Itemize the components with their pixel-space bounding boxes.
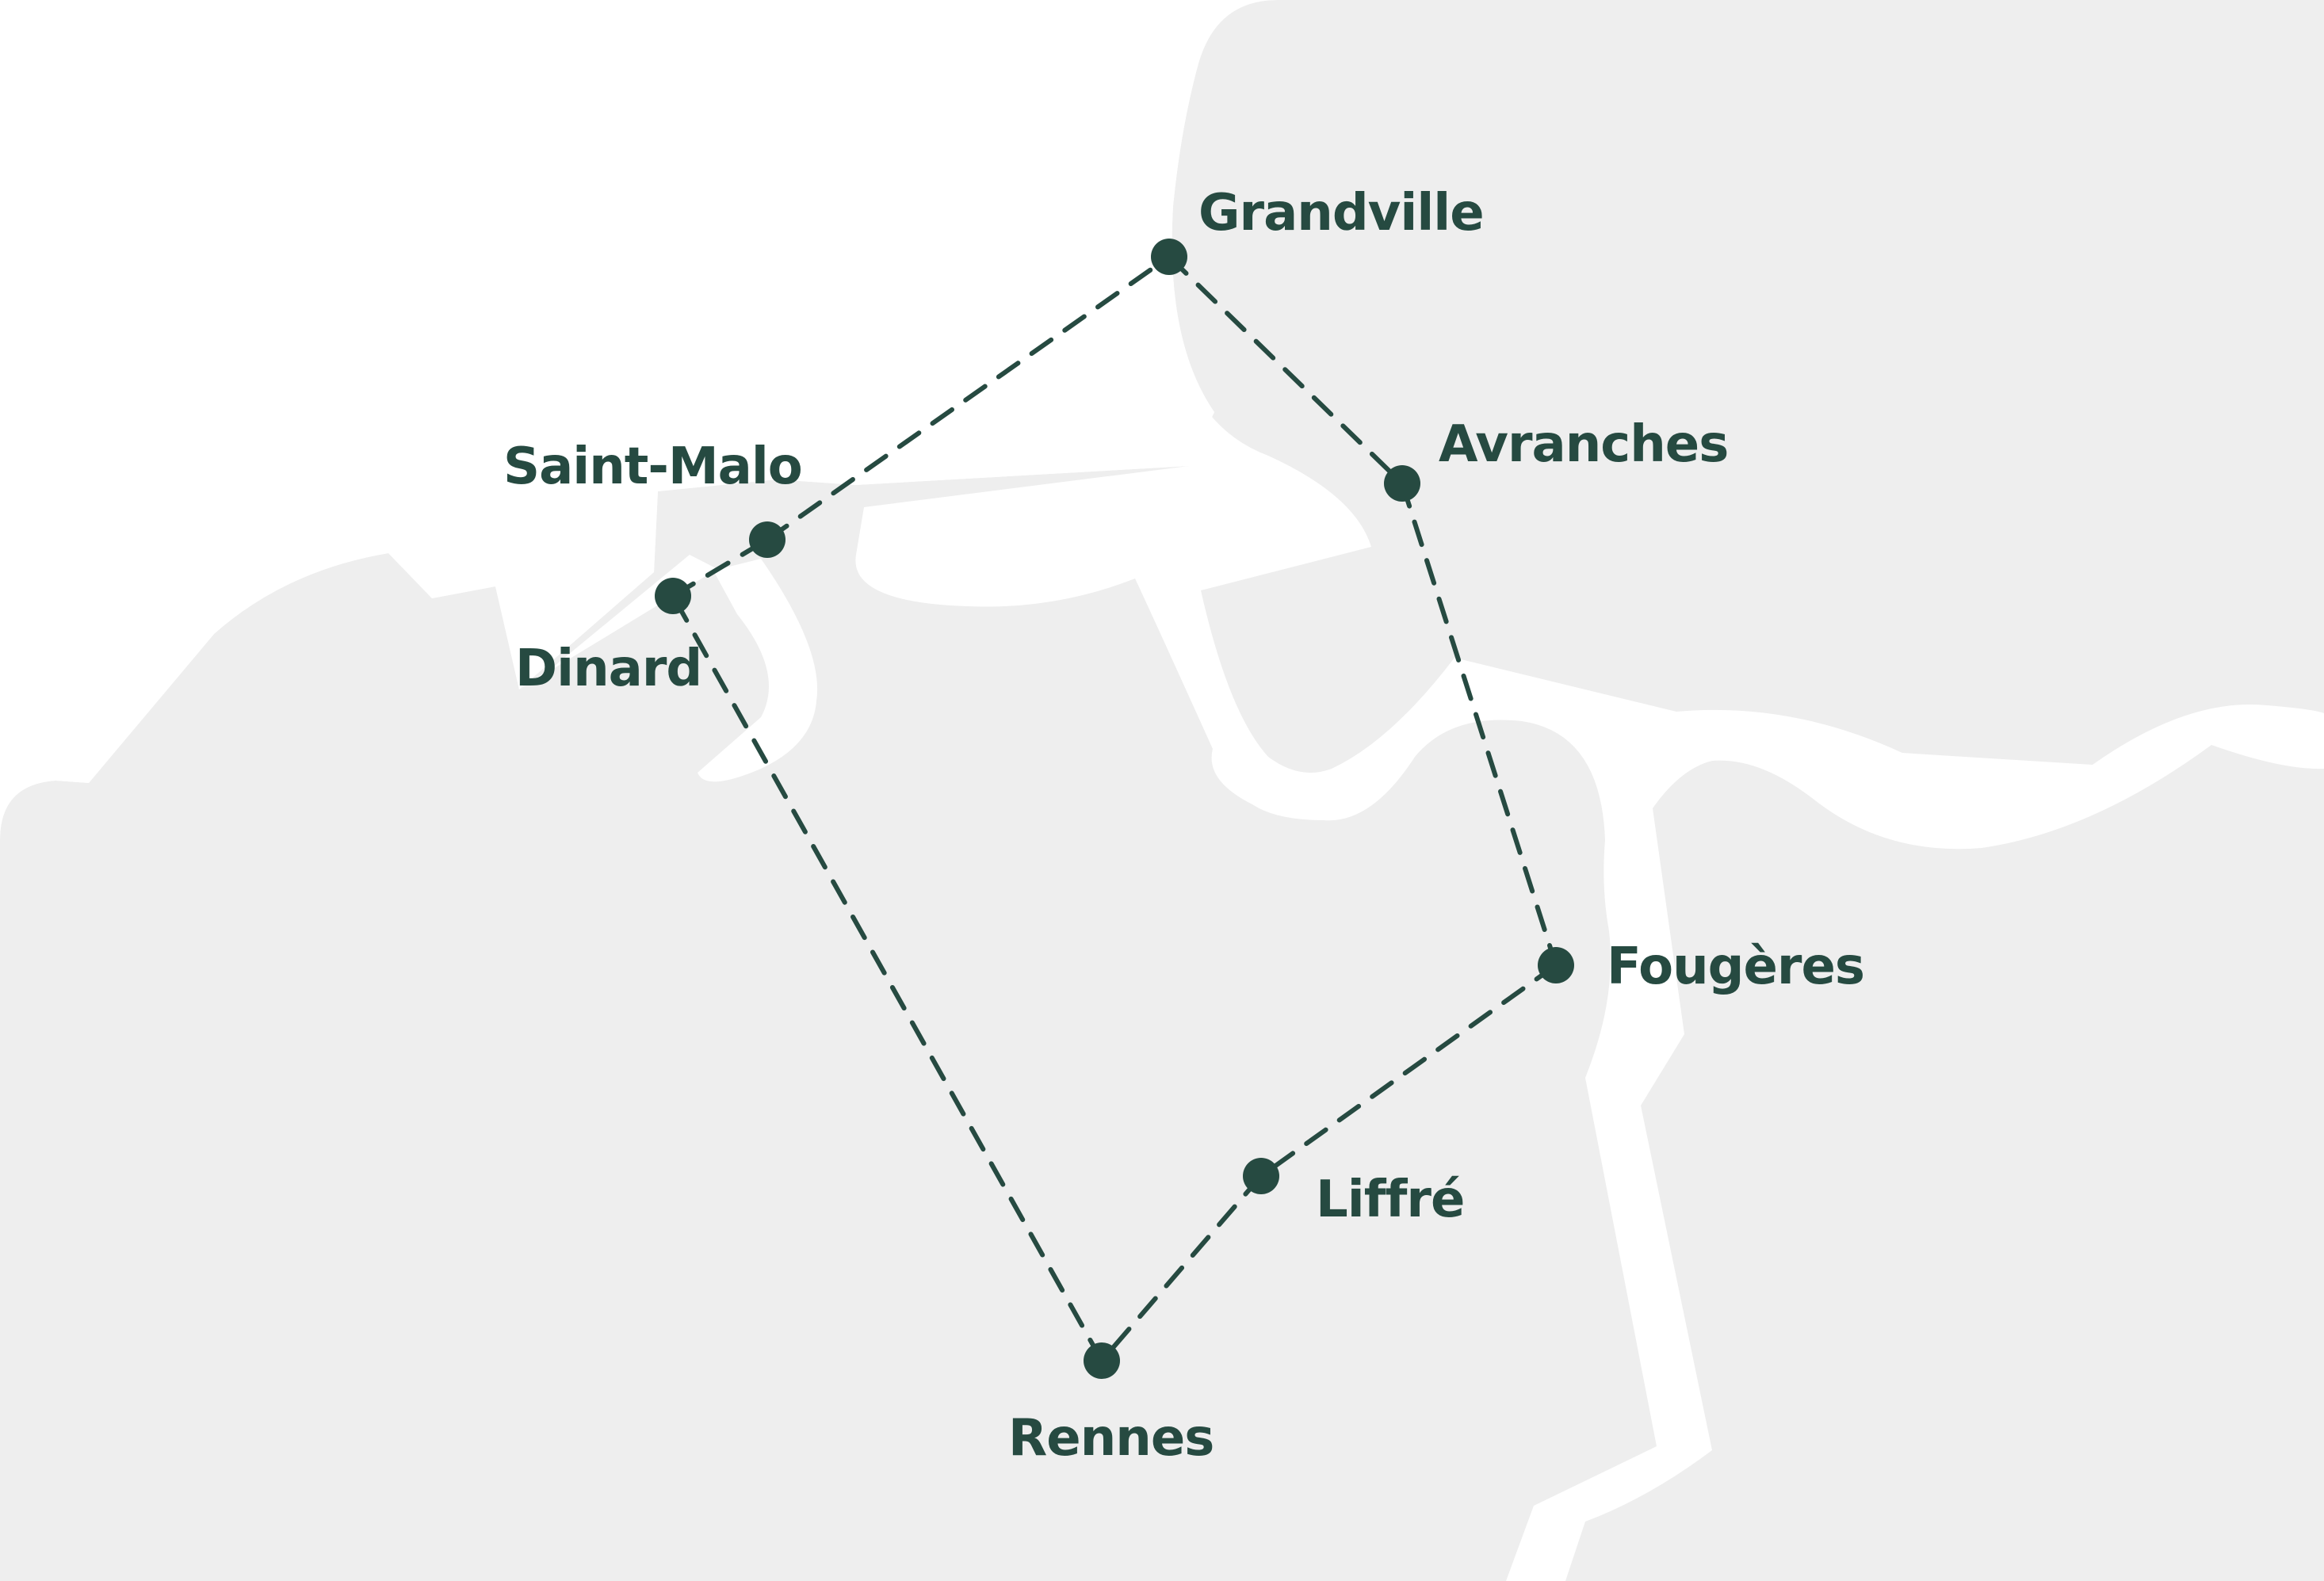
city-dot-fougeres[interactable] [1538, 947, 1574, 983]
city-dot-avranches[interactable] [1384, 465, 1420, 502]
city-labels: Grandville Avranches Saint-Malo Dinard F… [503, 184, 1865, 1468]
city-dot-dinard[interactable] [655, 578, 691, 614]
city-dot-liffre[interactable] [1243, 1158, 1279, 1194]
rance-estuary [698, 559, 818, 782]
city-markers [655, 239, 1574, 1379]
city-label-grandville: Grandville [1198, 184, 1484, 242]
english-channel [0, 0, 1278, 840]
city-label-saint-malo: Saint-Malo [503, 437, 802, 496]
city-dot-grandville[interactable] [1151, 239, 1187, 275]
city-label-dinard: Dinard [515, 640, 701, 698]
city-label-liffre: Liffré [1316, 1170, 1464, 1229]
city-label-rennes: Rennes [1008, 1409, 1214, 1468]
city-dot-saint-malo[interactable] [749, 521, 785, 558]
city-label-fougeres: Fougères [1607, 938, 1864, 996]
city-dot-rennes[interactable] [1084, 1342, 1120, 1379]
route-loop [671, 254, 1558, 1363]
city-label-avranches: Avranches [1439, 415, 1728, 474]
